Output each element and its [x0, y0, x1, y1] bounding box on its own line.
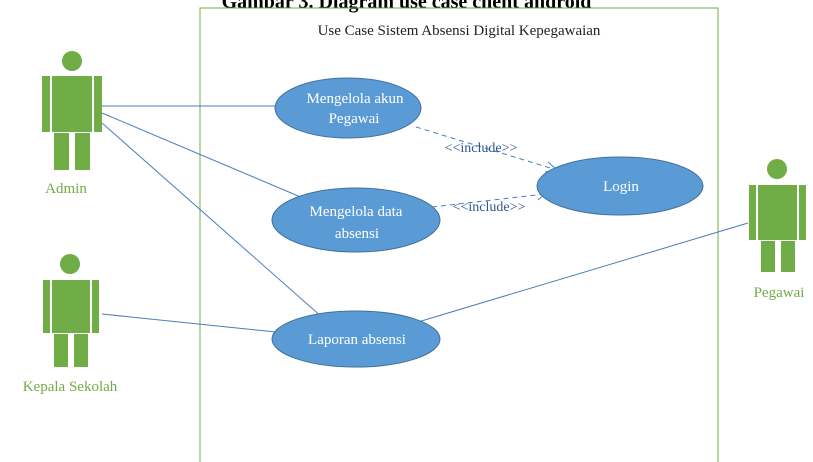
page-title: Gambar 3. Diagram use case client androi… — [221, 0, 592, 13]
actor-admin-head — [62, 51, 82, 71]
actor-kepala-sekolah-head — [60, 254, 80, 274]
actor-pegawai-arm-left — [749, 185, 756, 240]
use-case-laporan[interactable]: Laporan absensi — [271, 310, 441, 368]
use-case-kelola-absensi-line1: Mengelola data — [310, 204, 403, 220]
actor-kepala-sekolah-arm-left — [43, 280, 50, 333]
use-case-kelola-akun-line1: Mengelola akun — [306, 91, 404, 107]
use-case-login-label: Login — [603, 179, 639, 195]
actor-kepala-sekolah-body — [52, 280, 90, 333]
use-case-kelola-akun-line2: Pegawai — [329, 111, 380, 127]
actor-kepala-sekolah[interactable] — [43, 254, 99, 367]
actor-admin-leg-left — [54, 133, 69, 170]
system-boundary — [199, 7, 719, 462]
include-line-kelola-absensi-login — [431, 193, 546, 208]
actor-pegawai-label: Pegawai — [754, 285, 805, 301]
actor-kepala-sekolah-leg-left — [54, 334, 68, 367]
association-admin-kelola-absensi — [101, 112, 304, 199]
association-pegawai-laporan — [417, 222, 749, 323]
system-boundary-title: Use Case Sistem Absensi Digital Kepegawa… — [318, 23, 601, 39]
include-line-kelola-akun-login — [415, 126, 558, 171]
actor-admin-body — [52, 76, 92, 132]
use-case-login[interactable]: Login — [536, 156, 704, 216]
associations — [101, 105, 749, 333]
use-case-kelola-absensi-shape — [271, 187, 441, 253]
actor-pegawai[interactable] — [749, 159, 806, 272]
actor-admin-arm-right — [94, 76, 102, 132]
use-case-kelola-akun[interactable]: Mengelola akun Pegawai — [274, 77, 422, 139]
use-case-login-shape — [536, 156, 704, 216]
use-case-kelola-absensi-line2: absensi — [335, 226, 379, 242]
use-case-kelola-akun-shape — [274, 77, 422, 139]
use-case-laporan-shape — [271, 310, 441, 368]
use-case-kelola-absensi[interactable]: Mengelola data absensi — [271, 187, 441, 253]
actor-pegawai-arm-right — [799, 185, 806, 240]
actor-kepala-sekolah-arm-right — [92, 280, 99, 333]
include-label-2: <<include>> — [453, 200, 526, 215]
include-label-1: <<include>> — [445, 141, 518, 156]
actor-admin-leg-right — [75, 133, 90, 170]
include-dependencies — [415, 126, 558, 208]
actor-kepala-sekolah-label: Kepala Sekolah — [23, 379, 118, 395]
association-kepala-laporan — [101, 313, 277, 333]
use-case-laporan-label: Laporan absensi — [308, 332, 406, 348]
actor-kepala-sekolah-leg-right — [74, 334, 88, 367]
actor-admin-label: Admin — [45, 181, 87, 197]
actor-pegawai-body — [758, 185, 797, 240]
actor-admin[interactable] — [42, 51, 102, 170]
actor-admin-arm-left — [42, 76, 50, 132]
actor-pegawai-head — [767, 159, 787, 179]
actor-pegawai-leg-left — [761, 241, 775, 272]
actor-pegawai-leg-right — [781, 241, 795, 272]
association-admin-laporan — [101, 122, 324, 319]
